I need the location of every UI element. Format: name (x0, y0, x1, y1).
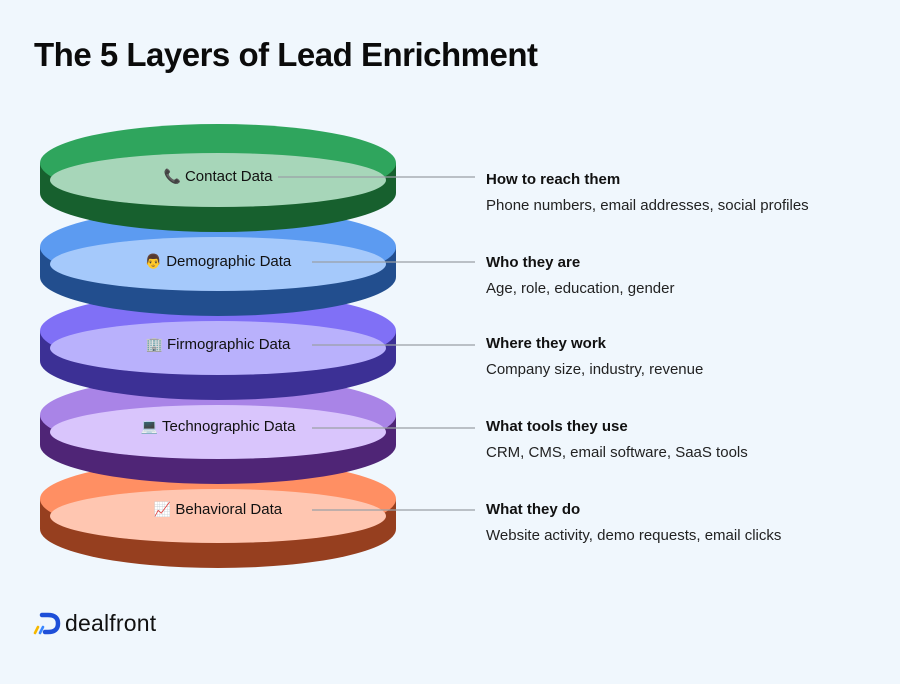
layer-heading: Who they are (486, 254, 581, 271)
layer-heading: Where they work (486, 335, 607, 352)
layer-detail: Phone numbers, email addresses, social p… (486, 197, 809, 214)
disc-label-demographic: 👨Demographic Data (98, 253, 338, 270)
laptop-icon: 💻 (140, 418, 158, 434)
layer-label: Behavioral Data (175, 501, 283, 518)
layer-disc (40, 460, 396, 568)
layer-label: Demographic Data (166, 253, 292, 270)
layer-description-contact: How to reach them Phone numbers, email a… (486, 171, 809, 214)
disc-label-firmographic: 🏢Firmographic Data (98, 336, 338, 353)
layer-disc (40, 124, 396, 232)
layer-detail: Website activity, demo requests, email c… (486, 527, 782, 544)
layer-heading: How to reach them (486, 171, 621, 188)
disc-label-behavioral: 📈Behavioral Data (98, 501, 338, 518)
layer-detail: CRM, CMS, email software, SaaS tools (486, 444, 748, 461)
layer-detail: Company size, industry, revenue (486, 361, 704, 378)
layer-label: Contact Data (184, 168, 273, 185)
layer-description-behavioral: What they do Website activity, demo requ… (486, 501, 781, 544)
layer-heading: What tools they use (486, 418, 628, 435)
layer-description-firmographic: Where they work Company size, industry, … (486, 335, 703, 378)
layer-description-technographic: What tools they use CRM, CMS, email soft… (486, 418, 748, 461)
phone-icon: 📞 (163, 168, 181, 184)
disc-label-contact: 📞Contact Data (98, 168, 338, 185)
dealfront-logo: dealfront (33, 610, 156, 637)
layer-disc (40, 208, 396, 316)
layer-detail: Age, role, education, gender (486, 280, 675, 297)
layer-disc (40, 376, 396, 484)
layer-label: Firmographic Data (167, 336, 291, 353)
layer-disc (40, 292, 396, 400)
layer-heading: What they do (486, 501, 581, 518)
layer-description-demographic: Who they are Age, role, education, gende… (486, 254, 674, 297)
chart-increasing-icon: 📈 (153, 501, 172, 517)
dealfront-logo-icon (33, 612, 61, 634)
page-title: The 5 Layers of Lead Enrichment (34, 36, 538, 73)
person-icon: 👨 (144, 253, 163, 269)
office-building-icon: 🏢 (145, 336, 164, 352)
layer-label: Technographic Data (162, 418, 296, 435)
disc-label-technographic: 💻Technographic Data (98, 418, 338, 435)
brand-name: dealfront (65, 610, 157, 636)
